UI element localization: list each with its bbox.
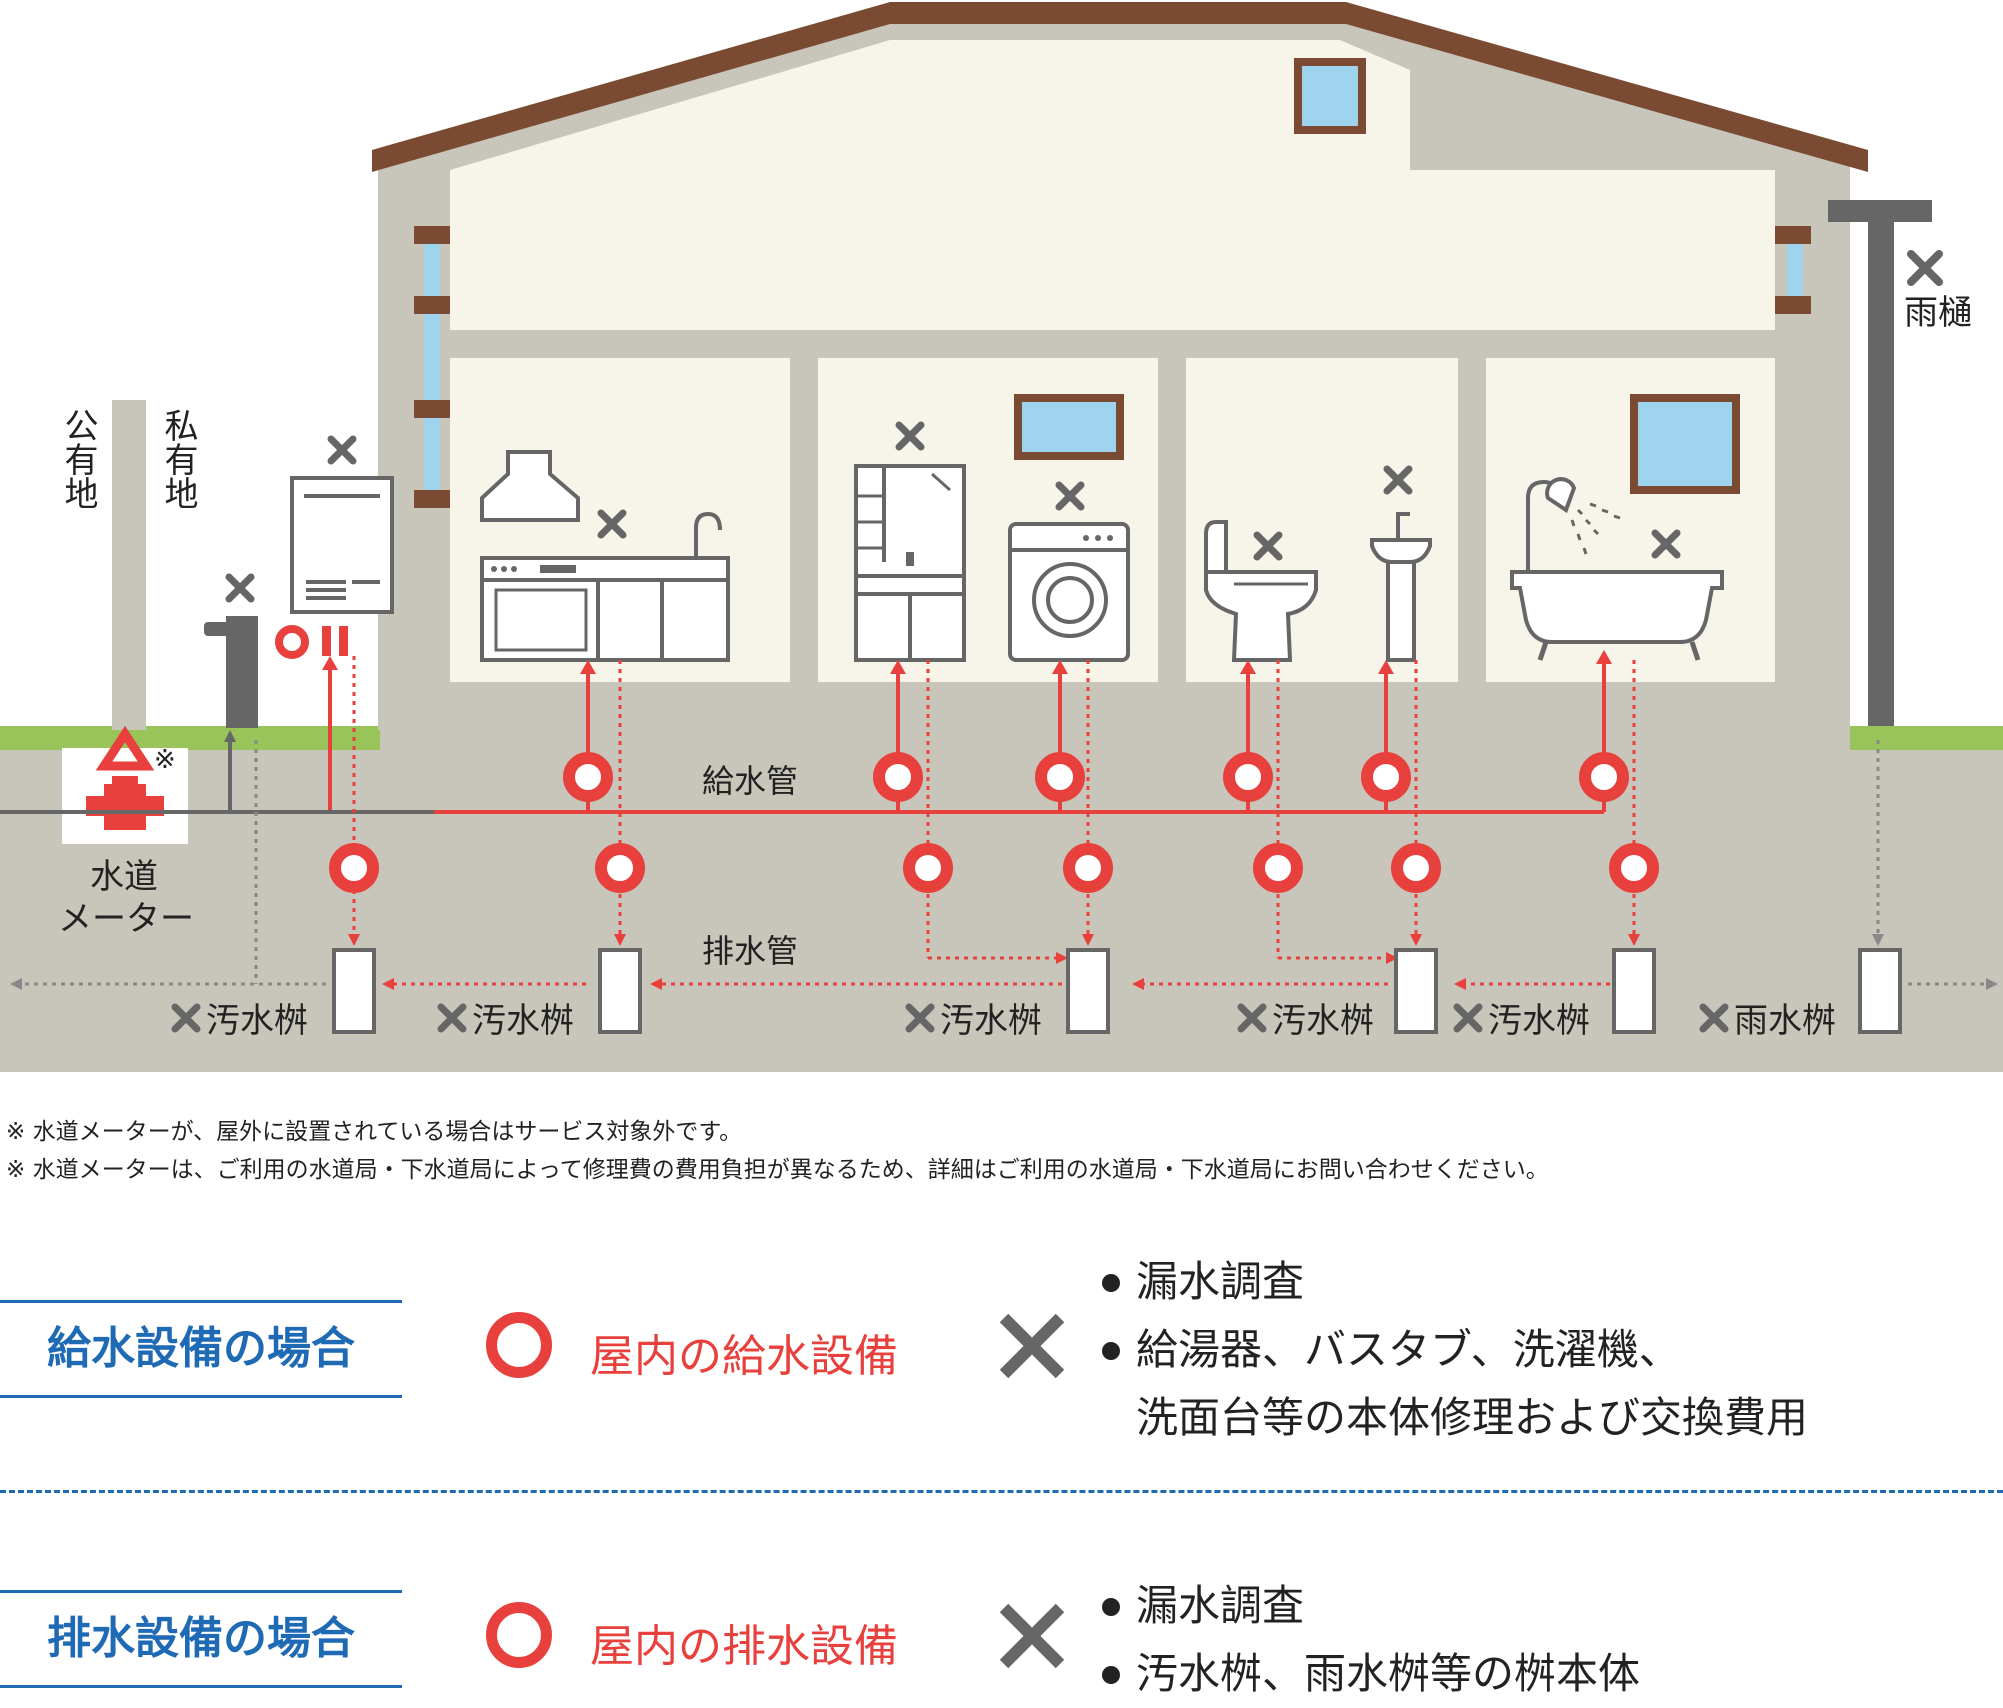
private-land-label: 私有地 bbox=[158, 408, 198, 510]
roof bbox=[372, 2, 1868, 172]
range-hood-icon bbox=[480, 450, 580, 522]
water-heater-icon bbox=[290, 476, 394, 614]
supply-excluded-item: 給湯器、バスタブ、洗濯機、洗面台等の本体修理および交換費用 bbox=[1102, 1316, 1808, 1452]
covered-circle-icon bbox=[1585, 758, 1623, 796]
covered-circle-icon bbox=[335, 849, 373, 887]
covered-circle-icon bbox=[1041, 758, 1079, 796]
excluded-x-icon bbox=[331, 439, 353, 461]
meter-note-mark: ※ bbox=[154, 745, 176, 775]
covered-circle-icon bbox=[1069, 849, 1107, 887]
drain-excluded-text-1: 漏水調査 bbox=[1136, 1581, 1305, 1630]
faucet-icon bbox=[204, 616, 258, 728]
rain-gutter-pipe bbox=[1868, 200, 1894, 726]
water-meter-label-2: メーター bbox=[58, 899, 194, 939]
side-window-left bbox=[424, 230, 440, 498]
drain-excluded-item: 漏水調査 bbox=[1102, 1572, 1640, 1640]
drain-excluded-text-2: 汚水桝、雨水桝等の桝本体 bbox=[1136, 1649, 1641, 1698]
public-land-label: 公有地 bbox=[58, 408, 98, 510]
bullet-icon bbox=[1102, 1342, 1120, 1360]
covered-circle-icon bbox=[601, 849, 639, 887]
foundation bbox=[378, 682, 1850, 730]
toilet-icon bbox=[1204, 520, 1318, 662]
faucet-arrow bbox=[224, 730, 236, 742]
drain-pipe-label: 排水管 bbox=[702, 932, 798, 970]
attic-window bbox=[1294, 58, 1366, 134]
supply-pipe-label: 給水管 bbox=[702, 762, 798, 800]
side-window-right bbox=[1787, 230, 1803, 298]
note-meter-cost: ※ 水道メーターは、ご利用の水道局・下水道局によって修理費の費用負担が異なるため… bbox=[6, 1157, 1549, 1183]
supply-excluded-text-2: 給湯器、バスタブ、洗濯機、 bbox=[1136, 1325, 1681, 1374]
drain-covered-text: 屋内の排水設備 bbox=[590, 1621, 898, 1672]
excluded-x-icon bbox=[229, 577, 251, 599]
vanity-icon bbox=[854, 464, 966, 662]
covered-circle-icon bbox=[1615, 849, 1653, 887]
kitchen-icon bbox=[480, 511, 730, 662]
supply-covered-text: 屋内の給水設備 bbox=[590, 1331, 898, 1382]
grass-right bbox=[1850, 726, 2003, 750]
drain-arrows bbox=[348, 934, 1640, 990]
sewage-basin-label-5: 汚水桝 bbox=[1488, 1001, 1590, 1041]
supply-covered-circle-icon bbox=[486, 1312, 552, 1378]
grey-drain-arrows bbox=[10, 934, 1998, 990]
washing-machine-icon bbox=[1008, 522, 1130, 662]
attic-wall bbox=[450, 40, 1775, 330]
water-heater-outlets bbox=[275, 625, 348, 659]
covered-circle-icon bbox=[879, 758, 917, 796]
bullet-icon bbox=[1102, 1274, 1120, 1292]
supply-legend-title: 給水設備の場合 bbox=[0, 1300, 402, 1398]
covered-circle-icon bbox=[1229, 758, 1267, 796]
sewage-basin-label-4: 汚水桝 bbox=[1272, 1001, 1374, 1041]
drain-excluded-list: 漏水調査 汚水桝、雨水桝等の桝本体 bbox=[1102, 1572, 1640, 1708]
bullet-icon bbox=[1102, 1598, 1120, 1616]
supply-excluded-x-icon bbox=[996, 1310, 1068, 1382]
sewage-basin-label-2: 汚水桝 bbox=[472, 1001, 574, 1041]
covered-circle-icon bbox=[1367, 758, 1405, 796]
supply-excluded-text-3: 洗面台等の本体修理および交換費用 bbox=[1136, 1393, 1809, 1442]
sink-icon bbox=[1370, 512, 1432, 662]
bullet-icon bbox=[1102, 1666, 1120, 1684]
grey-drain-pipes bbox=[20, 740, 1990, 986]
rain-basin-label: 雨水桝 bbox=[1734, 1001, 1836, 1041]
note-meter-outdoor: ※ 水道メーターが、屋外に設置されている場合はサービス対象外です。 bbox=[6, 1119, 743, 1145]
sewage-basin-label-3: 汚水桝 bbox=[940, 1001, 1042, 1041]
boundary-post bbox=[112, 400, 146, 730]
supply-arrows bbox=[322, 650, 1612, 674]
sewage-basin-label-1: 汚水桝 bbox=[206, 1001, 308, 1041]
legend-divider bbox=[0, 1490, 2003, 1493]
wall-brackets bbox=[414, 226, 1811, 508]
basins bbox=[332, 948, 1902, 1034]
drain-excluded-item: 汚水桝、雨水桝等の桝本体 bbox=[1102, 1640, 1640, 1708]
laundry-window bbox=[1014, 394, 1124, 460]
covered-circle-icon bbox=[1259, 849, 1297, 887]
covered-circle-icon bbox=[909, 849, 947, 887]
covered-circle-icon bbox=[1397, 849, 1435, 887]
bath-window bbox=[1630, 394, 1740, 494]
rain-gutter-label: 雨樋 bbox=[1904, 293, 1972, 333]
excluded-x-icon bbox=[1911, 254, 1939, 282]
grass-left bbox=[0, 726, 380, 750]
water-meter-label-1: 水道 bbox=[90, 857, 158, 897]
plumbing-diagram: 公有地 私有地 雨樋 ※ 水道 メーター bbox=[0, 2, 2003, 1072]
drain-covered-circle-icon bbox=[486, 1602, 552, 1668]
bathtub-icon bbox=[1510, 570, 1724, 661]
drain-excluded-x-icon bbox=[996, 1600, 1068, 1672]
shower-icon bbox=[1526, 477, 1621, 572]
covered-circle-icon bbox=[569, 758, 607, 796]
supply-excluded-list: 漏水調査 給湯器、バスタブ、洗濯機、洗面台等の本体修理および交換費用 bbox=[1102, 1248, 1808, 1452]
supply-excluded-text-1: 漏水調査 bbox=[1136, 1257, 1305, 1306]
supply-excluded-item: 漏水調査 bbox=[1102, 1248, 1808, 1316]
drain-legend-title: 排水設備の場合 bbox=[0, 1590, 402, 1688]
